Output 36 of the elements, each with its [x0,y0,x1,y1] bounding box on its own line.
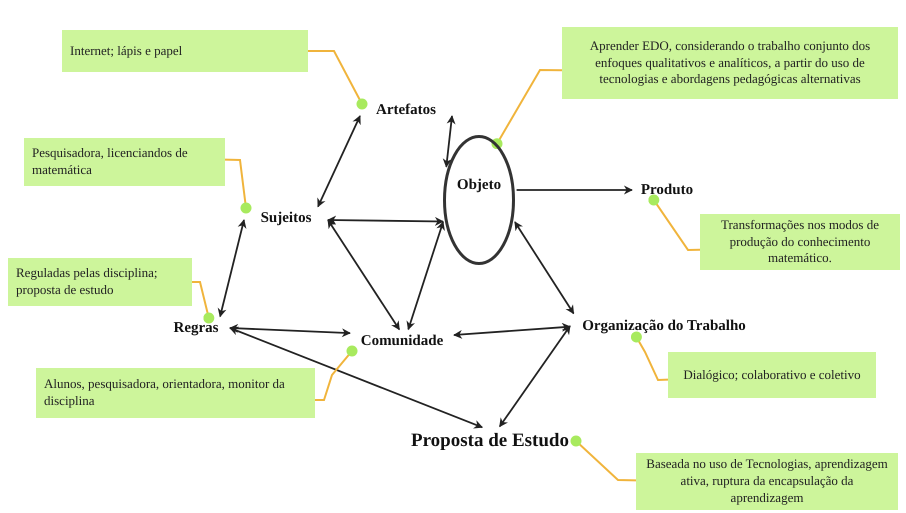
arrow [229,324,351,338]
arrow [453,322,571,339]
concept-label: Produto [634,180,700,200]
concept-label: Comunidade [352,331,452,351]
concept-label: Organização do Trabalho [572,315,756,337]
callout-box: Dialógico; colaborativo e coletivo [668,352,876,398]
arrow [514,221,574,314]
arrow [442,115,456,168]
concept-label: Artefatos [362,100,450,120]
leader-line [308,50,368,110]
arrow [498,325,571,428]
concept-label: Regras [164,318,228,338]
arrow [327,219,400,330]
leader-line [630,332,668,382]
leader-line [648,194,700,251]
arrow [516,186,633,194]
callout-box: Aprender EDO, considerando o trabalho conjunto dos enfoques qualitativos e analíticos, a partir do uso de tecnologias e abordagens pedagógicas alternativas [562,27,898,99]
leader-line [315,346,358,401]
leader-line [224,158,252,214]
callout-box: Pesquisadora, licenciandos de matemática [24,138,225,186]
callout-box: Alunos, pesquisadora, orientadora, monitor da disciplina [36,368,315,418]
arrow [317,115,361,208]
arrow [229,326,484,429]
arrow [406,221,445,330]
leader-line [570,436,636,482]
concept-label: Sujeitos [246,208,326,228]
concept-label: Objeto [456,177,502,194]
callout-box: Transformações nos modos de produção do conhecimento matemático. [700,214,900,270]
leader-line [492,69,562,150]
arrow [327,216,444,226]
callout-box: Reguladas pelas disciplina; proposta de estudo [8,258,192,306]
concept-label: Proposta de Estudo [404,428,576,454]
arrow [218,219,246,318]
callout-box: Baseada no uso de Tecnologias, aprendizagem ativa, ruptura da encapsulação da aprendizagem [636,453,898,510]
leader-line [192,281,214,324]
callout-box: Internet; lápis e papel [62,30,308,72]
